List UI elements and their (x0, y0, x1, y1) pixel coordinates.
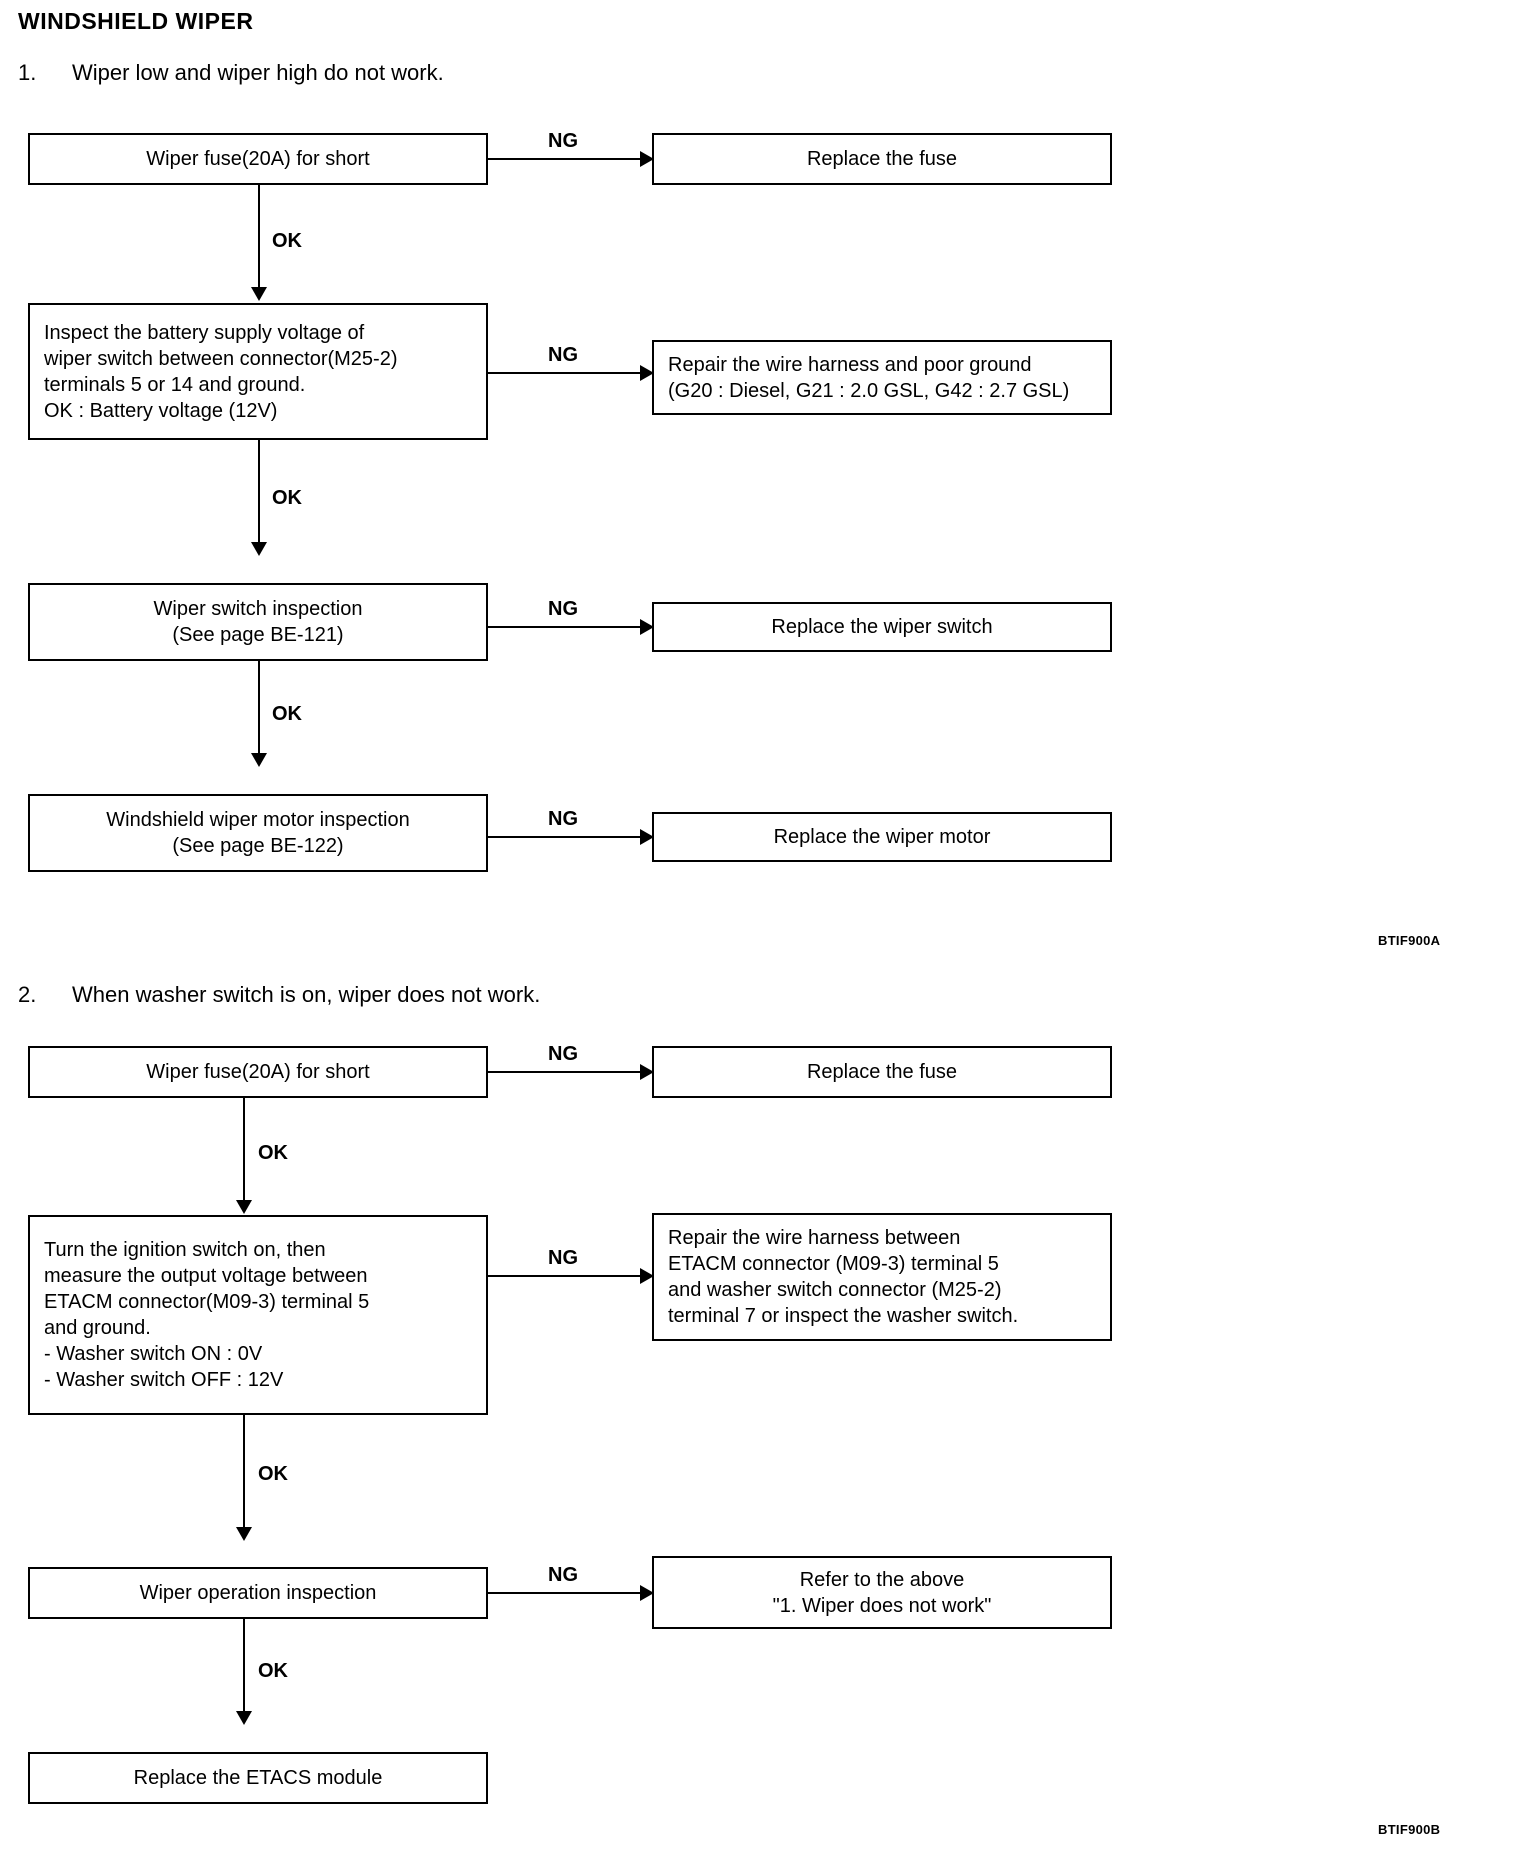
flow-box-line-6: - Washer switch OFF : 12V (44, 1369, 284, 1391)
flow-box-wiper-fuse-2[interactable]: Wiper fuse(20A) for short (28, 1046, 488, 1098)
label-ng-1-3: NG (548, 598, 578, 620)
arrowhead-ng-1-2 (640, 365, 654, 381)
figure-code-1: BTIF900A (1378, 933, 1441, 948)
flow-box-text: Wiper operation inspection (139, 1582, 377, 1604)
flow-box-line-2: ETACM connector (M09-3) terminal 5 (668, 1253, 999, 1275)
arrowhead-ng-2-3 (640, 1585, 654, 1601)
connector-ng-1-3 (488, 626, 640, 628)
label-ng-2-2: NG (548, 1247, 578, 1269)
label-ok-2-2: OK (258, 1463, 288, 1485)
flow-box-line-1: Inspect the battery supply voltage of (44, 321, 365, 344)
label-ok-1-3: OK (272, 703, 302, 725)
page-title: WINDSHIELD WIPER (18, 8, 254, 34)
arrowhead-ok-2-1 (236, 1200, 252, 1214)
connector-ok-2-1 (243, 1098, 245, 1208)
figure-code-2: BTIF900B (1378, 1822, 1441, 1837)
connector-ok-2-3 (243, 1619, 245, 1719)
connector-ng-2-3 (488, 1592, 640, 1594)
connector-ng-1-4 (488, 836, 640, 838)
connector-ok-2-2 (243, 1415, 245, 1535)
flow-box-wiper-operation-inspection[interactable]: Wiper operation inspection (28, 1567, 488, 1619)
arrowhead-ok-1-3 (251, 753, 267, 767)
flow-box-text: Replace the wiper switch (771, 616, 993, 638)
flow-box-line-4: and ground. (44, 1317, 151, 1339)
flow-box-line-3: terminals 5 or 14 and ground. (44, 373, 306, 396)
section-2-heading: When washer switch is on, wiper does not… (72, 982, 541, 1007)
arrowhead-ng-2-1 (640, 1064, 654, 1080)
flow-box-text: Replace the wiper motor (773, 826, 991, 848)
flow-box-wiper-switch-inspection[interactable]: Wiper switch inspection (See page BE-121… (28, 583, 488, 661)
flow-box-line-1: Repair the wire harness between (668, 1227, 961, 1249)
flow-box-inspect-battery-voltage[interactable]: Inspect the battery supply voltage of wi… (28, 303, 488, 440)
flow-box-line-3: ETACM connector(M09-3) terminal 5 (44, 1291, 370, 1313)
flow-box-line-2: wiper switch between connector(M25-2) (44, 347, 398, 370)
label-ng-1-4: NG (548, 808, 578, 830)
flow-box-replace-etacs-module[interactable]: Replace the ETACS module (28, 1752, 488, 1804)
arrowhead-ok-2-2 (236, 1527, 252, 1541)
section-2-number: 2. (18, 982, 37, 1007)
flow-box-line-1: Refer to the above (799, 1568, 965, 1591)
label-ok-1-1: OK (272, 230, 302, 252)
flow-box-text: Wiper fuse(20A) for short (146, 1061, 370, 1083)
section-1-number: 1. (18, 60, 37, 85)
label-ng-2-3: NG (548, 1564, 578, 1586)
flow-box-replace-wiper-motor[interactable]: Replace the wiper motor (652, 812, 1112, 862)
connector-ng-1-2 (488, 372, 640, 374)
flow-box-line-4: terminal 7 or inspect the washer switch. (668, 1305, 1019, 1327)
flow-box-line-1: Repair the wire harness and poor ground (668, 353, 1032, 376)
flow-box-measure-output-voltage[interactable]: Turn the ignition switch on, then measur… (28, 1215, 488, 1415)
flow-box-replace-wiper-switch[interactable]: Replace the wiper switch (652, 602, 1112, 652)
flow-box-line-2: measure the output voltage between (44, 1265, 368, 1287)
arrowhead-ok-1-2 (251, 542, 267, 556)
flow-box-line-2: (G20 : Diesel, G21 : 2.0 GSL, G42 : 2.7 … (668, 379, 1070, 402)
connector-ng-2-1 (488, 1071, 640, 1073)
flow-box-replace-fuse-1[interactable]: Replace the fuse (652, 133, 1112, 185)
flow-box-text: Replace the ETACS module (133, 1767, 383, 1789)
flow-box-line-5: - Washer switch ON : 0V (44, 1343, 263, 1365)
section-1-heading: Wiper low and wiper high do not work. (72, 60, 444, 85)
connector-ok-1-1 (258, 185, 260, 295)
flow-box-line-3: and washer switch connector (M25-2) (668, 1279, 1002, 1301)
arrowhead-ng-1-3 (640, 619, 654, 635)
flow-box-line-2: (See page BE-121) (172, 624, 344, 646)
label-ng-1-2: NG (548, 344, 578, 366)
flow-box-replace-fuse-2[interactable]: Replace the fuse (652, 1046, 1112, 1098)
flow-box-line-1: Windshield wiper motor inspection (106, 809, 410, 831)
flow-box-repair-harness-etacm[interactable]: Repair the wire harness between ETACM co… (652, 1213, 1112, 1341)
flow-box-line-1: Turn the ignition switch on, then (44, 1239, 326, 1261)
flow-box-wiper-fuse-1[interactable]: Wiper fuse(20A) for short (28, 133, 488, 185)
label-ng-2-1: NG (548, 1043, 578, 1065)
flow-box-text: Replace the fuse (806, 148, 958, 170)
flow-box-refer-above[interactable]: Refer to the above "1. Wiper does not wo… (652, 1556, 1112, 1629)
arrowhead-ng-2-2 (640, 1268, 654, 1284)
flow-box-line-1: Wiper switch inspection (153, 598, 363, 620)
flow-box-wiper-motor-inspection[interactable]: Windshield wiper motor inspection (See p… (28, 794, 488, 872)
arrowhead-ok-1-1 (251, 287, 267, 301)
flow-box-text: Replace the fuse (806, 1061, 958, 1083)
connector-ok-1-2 (258, 440, 260, 550)
flow-box-text: Wiper fuse(20A) for short (146, 148, 370, 170)
flow-box-line-2: (See page BE-122) (172, 835, 344, 857)
connector-ok-1-3 (258, 661, 260, 761)
flow-box-repair-harness-ground[interactable]: Repair the wire harness and poor ground … (652, 340, 1112, 415)
flow-box-line-2: "1. Wiper does not work" (772, 1594, 992, 1617)
label-ok-1-2: OK (272, 487, 302, 509)
connector-ng-1-1 (488, 158, 640, 160)
label-ng-1-1: NG (548, 130, 578, 152)
label-ok-2-1: OK (258, 1142, 288, 1164)
flow-box-line-4: OK : Battery voltage (12V) (44, 399, 278, 422)
label-ok-2-3: OK (258, 1660, 288, 1682)
arrowhead-ng-1-4 (640, 829, 654, 845)
arrowhead-ng-1-1 (640, 151, 654, 167)
arrowhead-ok-2-3 (236, 1711, 252, 1725)
connector-ng-2-2 (488, 1275, 640, 1277)
